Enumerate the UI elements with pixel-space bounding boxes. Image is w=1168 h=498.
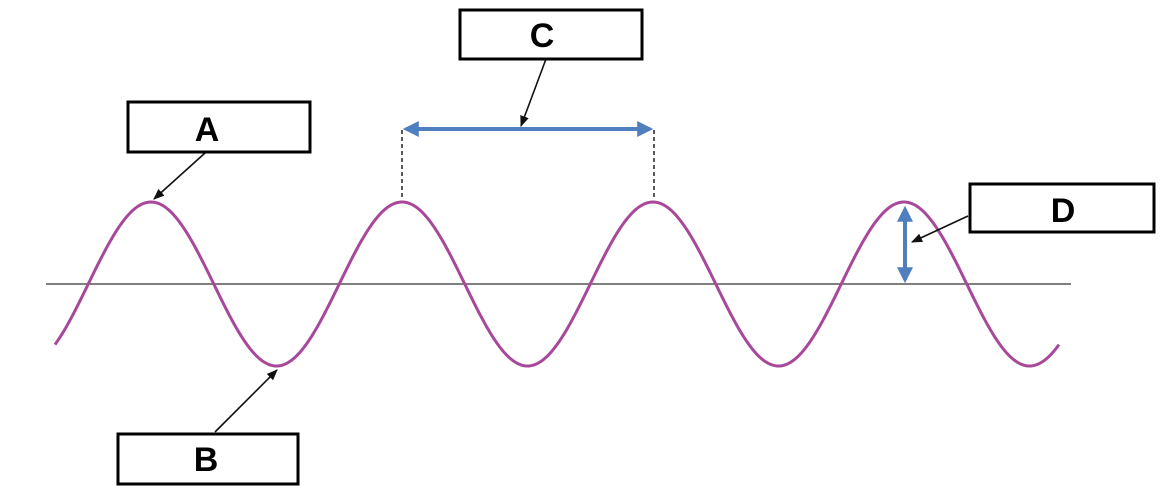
pointer-arrow-d	[910, 215, 969, 243]
label-box-c: C	[458, 8, 644, 61]
label-b-text: B	[194, 441, 219, 479]
label-d-text: D	[1051, 192, 1076, 230]
sine-wave	[53, 200, 1061, 368]
pointer-arrow-c	[520, 58, 547, 128]
label-box-a: A	[126, 100, 312, 154]
pointer-arrow-a	[153, 152, 206, 200]
label-box-b: B	[116, 432, 300, 486]
label-c-text: C	[530, 17, 555, 55]
label-box-d: D	[968, 182, 1156, 234]
pointer-arrow-b	[214, 369, 278, 433]
label-a-text: A	[195, 111, 220, 149]
